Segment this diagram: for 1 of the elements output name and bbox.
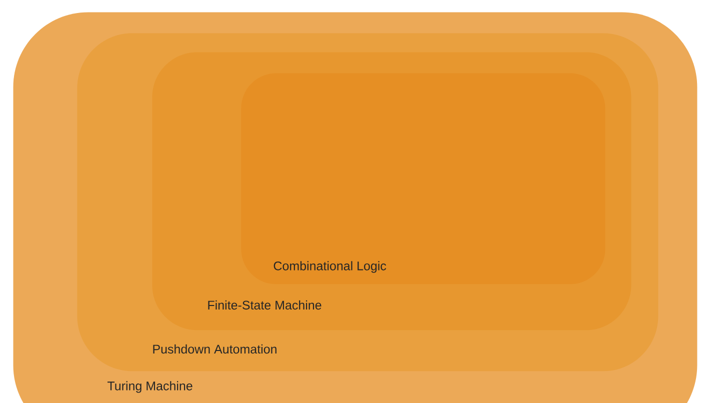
- nested-region: Combinational Logic: [241, 73, 606, 284]
